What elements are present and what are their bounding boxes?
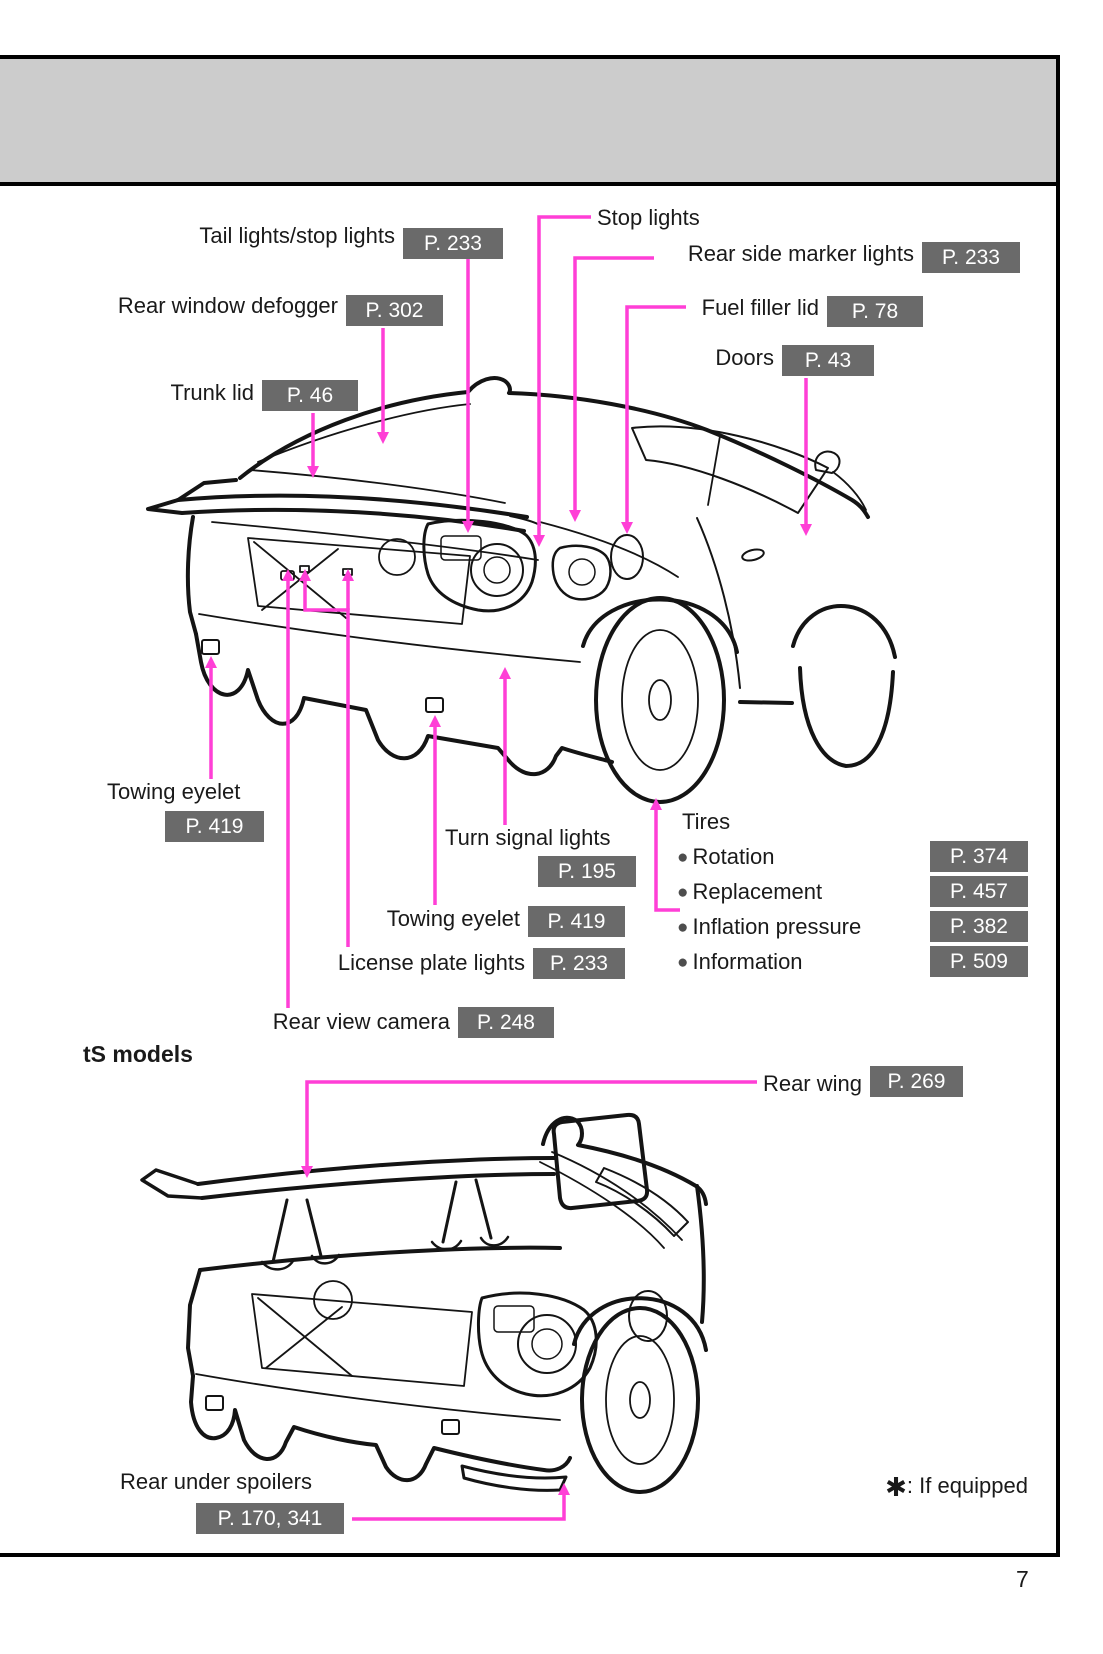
label-towing-eyelet-rear: Towing eyelet [386,906,520,931]
bullet-icon: ● [677,847,689,868]
callout-arrow-license-plate-lights [299,569,354,947]
label-fuel-filler-lid: Fuel filler lid [701,295,819,320]
callout-arrow-doors [800,378,812,536]
rear-under-spoiler-part [460,1464,568,1492]
page-ref-fuel-filler-lid: P. 78 [827,296,923,327]
page-ref-rear-view-camera: P. 248 [458,1007,554,1038]
bullet-icon: ● [677,882,689,903]
page-ref-turn-signal-lights: P. 195 [538,856,636,887]
page-ref-doors: P. 43 [782,345,874,376]
tail-light-part [422,518,537,613]
header-band [0,55,1059,186]
page-ref-towing-eyelet-rear: P. 419 [528,906,625,937]
side-mirror-part [814,450,841,474]
bullet-icon: ● [677,917,689,938]
label-license-plate-lights: License plate lights [337,950,525,975]
tires-item-replacement: ●Replacement [677,880,822,905]
label-rear-wing: Rear wing [762,1071,862,1096]
callout-arrow-rear-under-spoilers [352,1483,570,1521]
label-rear-window-defogger: Rear window defogger [117,293,338,318]
page-number: 7 [1016,1566,1029,1592]
page-ref-tires-rotation: P. 374 [930,841,1028,872]
label-stop-lights: Stop lights [597,205,700,230]
callout-arrow-tires [650,798,680,912]
page-ref-rear-under-spoilers: P. 170, 341 [196,1503,344,1534]
footnote-text: : If equipped [906,1473,1028,1498]
footnote: ✱: If equipped [885,1472,1028,1502]
label-rear-view-camera: Rear view camera [272,1009,450,1034]
tires-item-information: ●Information [677,950,803,975]
label-towing-eyelet-left: Towing eyelet [107,779,241,804]
callout-arrow-towing-eyelet-left [205,656,217,779]
page-ref-tires-information: P. 509 [930,946,1028,977]
callout-arrows [205,215,812,1521]
tires-item-label: Inflation pressure [692,914,862,939]
label-trunk-lid: Trunk lid [170,380,254,405]
tires-item-label: Information [692,949,803,974]
page-border-bottom [0,1553,1060,1557]
ts-models-heading: tS models [83,1041,193,1067]
label-rear-under-spoilers: Rear under spoilers [120,1469,312,1494]
callout-arrow-towing-eyelet-rear [429,715,441,905]
towing-eyelet-rear-part [425,697,444,713]
page-ref-towing-eyelet-left: P. 419 [165,811,264,842]
label-rear-side-marker: Rear side marker lights [687,241,914,266]
callout-arrow-turn-signal-lights [499,667,511,825]
page-ref-tires-replacement: P. 457 [930,876,1028,907]
rear-wing-part [196,1156,556,1186]
page-ref-license-plate-lights: P. 233 [533,948,625,979]
asterisk-icon: ✱ [885,1472,907,1502]
tires-item-rotation: ●Rotation [677,845,774,870]
page-ref-tail-lights: P. 233 [403,228,503,259]
tires-item-label: Replacement [692,879,823,904]
page-border-right [1056,55,1060,1557]
towing-eyelet-left-part [201,639,220,655]
label-tail-lights: Tail lights/stop lights [199,223,395,248]
page-ref-rear-wing: P. 269 [870,1066,963,1097]
label-doors: Doors [715,345,774,370]
page-ref-rear-window-defogger: P. 302 [346,295,443,326]
tires-title: Tires [682,809,731,834]
callout-arrow-fuel-filler-lid [621,305,686,534]
callout-arrow-tail-lights [462,259,474,533]
car-rear-diagram-ts [140,1112,708,1494]
callout-arrow-rear-view-camera [282,569,294,1008]
page-ref-trunk-lid: P. 46 [262,380,358,411]
callout-arrow-rear-window-defogger [377,328,389,444]
callout-arrow-stop-lights [533,215,591,547]
callout-arrow-rear-wing [301,1080,757,1178]
callout-arrow-trunk-lid [307,413,319,478]
bullet-icon: ● [677,952,689,973]
tires-item-inflation-pressure: ●Inflation pressure [677,915,861,940]
callout-arrow-rear-side-marker [569,256,654,522]
page-ref-tires-inflation: P. 382 [930,911,1028,942]
car-rear-diagram [146,376,897,804]
page-ref-rear-side-marker: P. 233 [922,242,1020,273]
label-turn-signal-lights: Turn signal lights [445,825,611,850]
tires-item-label: Rotation [692,844,775,869]
fuel-filler-lid-part [610,534,644,580]
